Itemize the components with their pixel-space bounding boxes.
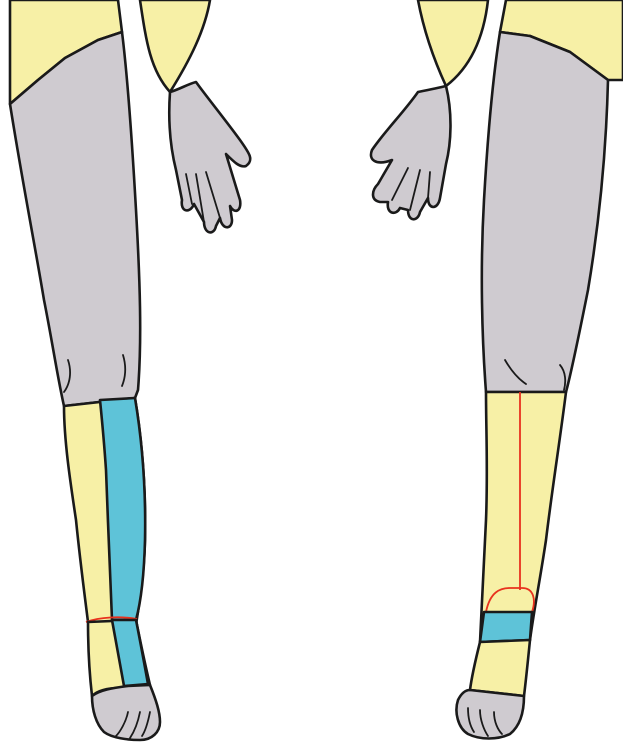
right-foot-region xyxy=(470,640,530,696)
left-thigh-region xyxy=(10,32,140,406)
right-thigh-region xyxy=(482,32,608,392)
right-hand-region xyxy=(371,86,451,219)
left-arm-region xyxy=(140,0,210,92)
right-view xyxy=(371,0,623,739)
right-arm-region xyxy=(418,0,488,86)
left-hand-region xyxy=(169,82,250,232)
right-shin-region xyxy=(480,392,566,642)
left-view xyxy=(10,0,250,740)
right-ankle-band xyxy=(480,612,532,642)
right-toes-region xyxy=(456,690,524,739)
